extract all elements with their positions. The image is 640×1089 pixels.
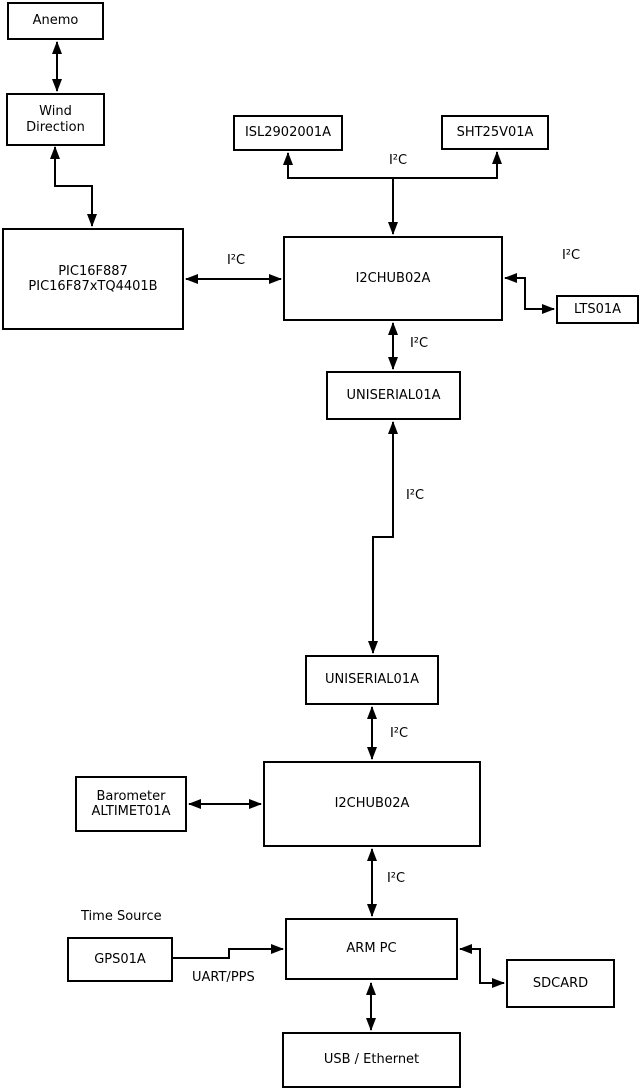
node-uniserial01a-1: UNISERIAL01A <box>326 371 461 420</box>
edge-label-i2c-hub1-uniserial1: I²C <box>409 336 429 351</box>
node-usb-ethernet: USB / Ethernet <box>282 1032 461 1088</box>
node-sdcard: SDCARD <box>506 959 615 1008</box>
edge-label-i2c-top-bus: I²C <box>388 153 408 168</box>
node-sht25v01a: SHT25V01A <box>441 115 549 150</box>
node-i2chub02a-1: I2CHUB02A <box>283 236 503 321</box>
edge-label-i2c-hub1-lts: I²C <box>561 248 581 263</box>
node-wind-direction: Wind Direction <box>6 93 105 146</box>
node-pic16f887: PIC16F887 PIC16F87xTQ4401B <box>2 228 184 330</box>
connector-gps-armpc <box>173 944 284 959</box>
node-barometer-altimet01a: Barometer ALTIMET01A <box>75 776 187 832</box>
connector-winddirection-pic <box>50 146 97 227</box>
node-gps01a: GPS01A <box>67 937 173 982</box>
edge-label-i2c-uniserial-link: I²C <box>405 488 425 503</box>
node-uniserial01a-2: UNISERIAL01A <box>305 655 439 705</box>
edge-label-i2c-hub2-arm: I²C <box>386 871 406 886</box>
node-lts01a: LTS01A <box>556 295 639 324</box>
edge-label-i2c-pic-hub1: I²C <box>226 253 246 268</box>
node-anemo: Anemo <box>7 2 104 40</box>
node-i2chub02a-2: I2CHUB02A <box>263 761 481 847</box>
connector-uniserial1-uniserial2 <box>368 421 398 654</box>
edge-label-uart-pps: UART/PPS <box>192 970 255 985</box>
label-time-source: Time Source <box>81 909 162 924</box>
connector-hub1-lts <box>504 273 555 314</box>
node-isl2902001a: ISL2902001A <box>233 115 343 151</box>
connector-armpc-sdcard <box>459 944 505 988</box>
node-arm-pc: ARM PC <box>285 918 458 980</box>
edge-label-i2c-uniserial2-hub2: I²C <box>389 726 409 741</box>
